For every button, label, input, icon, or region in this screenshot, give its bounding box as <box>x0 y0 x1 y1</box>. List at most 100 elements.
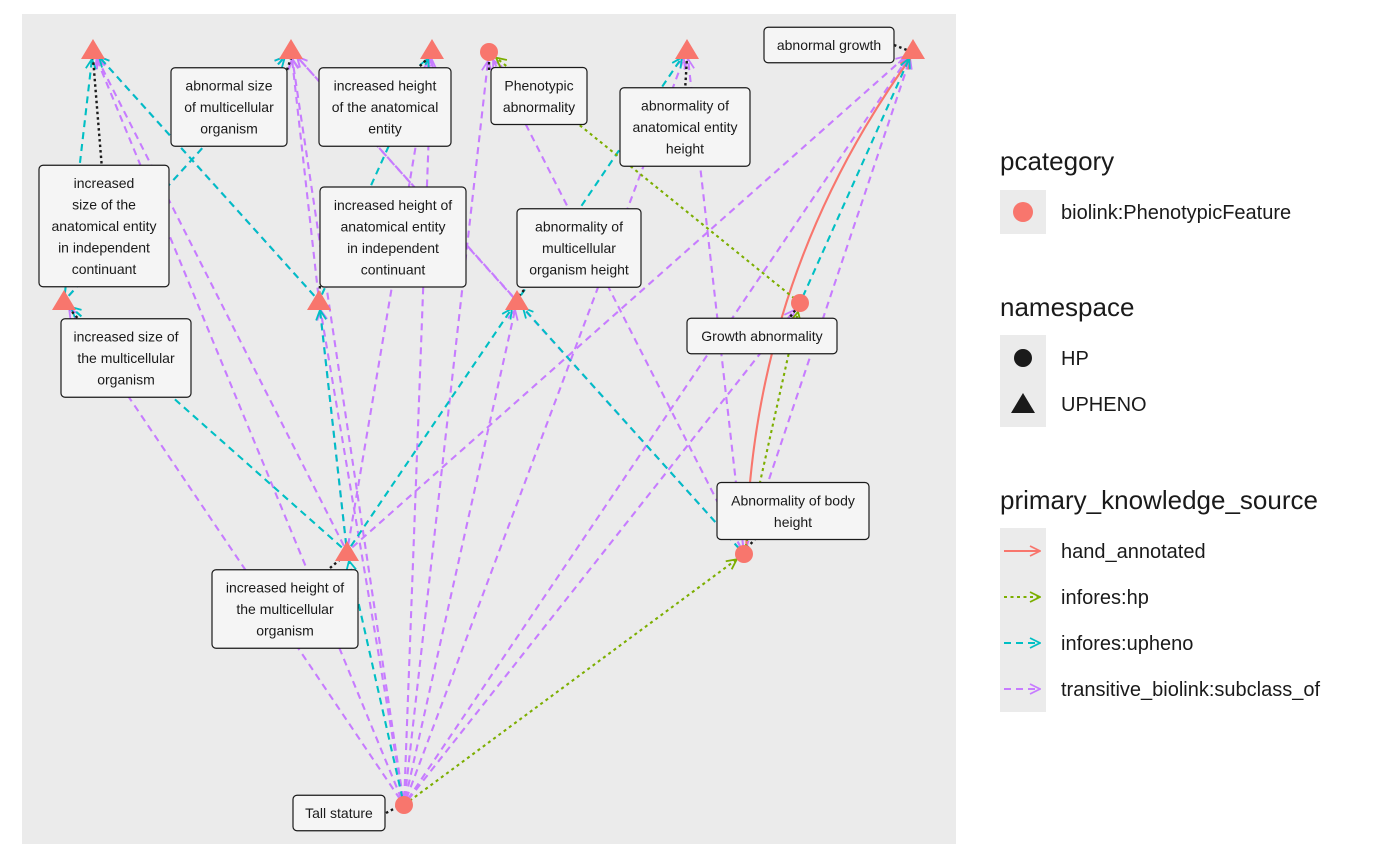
legend-title-pcategory: pcategory <box>1000 146 1114 176</box>
label-line: abnormality of <box>641 98 729 114</box>
label-line: increased height of <box>226 580 344 596</box>
label-box <box>490 66 588 126</box>
node-increased-height-anatomical-ic[interactable] <box>307 290 331 310</box>
label-box <box>292 794 386 832</box>
label-line: multicellular <box>542 240 616 256</box>
label-line: organism <box>97 372 155 388</box>
node-abnormality-anatomical-height[interactable] <box>675 39 699 59</box>
legend: pcategorybiolink:PhenotypicFeaturenamesp… <box>1000 146 1320 712</box>
label-line: anatomical entity <box>51 218 156 234</box>
legend-key-upheno <box>1011 393 1035 413</box>
label-increased-height-anatomical-ic: increased height of anatomical entity in i… <box>319 186 467 288</box>
node-increased-height-anatomical[interactable] <box>420 39 444 59</box>
node-abnormality-body-height[interactable] <box>735 545 753 563</box>
legend-title-primary-knowledge-source: primary_knowledge_source <box>1000 485 1318 515</box>
edge-tall-stature-to-growth-abnormality <box>407 310 794 801</box>
label-leader-abnormality-anatomical-height <box>683 57 689 92</box>
label-box <box>716 481 870 541</box>
edge-increased-height-anatomical-ic-to-increased-size-anatomical-ic <box>99 57 316 297</box>
label-line: height <box>774 514 812 530</box>
node-abnormal-growth[interactable] <box>901 39 925 59</box>
label-line: abnormal growth <box>777 37 881 53</box>
label-line: abnormality of <box>535 219 623 235</box>
legend-label-source-2: infores:upheno <box>1061 633 1193 655</box>
node-growth-abnormality[interactable] <box>791 294 809 312</box>
label-leader-increased-size-anatomical-ic <box>91 57 104 170</box>
label-line: of the anatomical <box>332 99 439 115</box>
legend-key-phenotypic-feature <box>1013 202 1033 222</box>
label-line: abnormal size <box>185 78 272 94</box>
label-increased-size-anatomical-ic: increased size of the anatomical entity in … <box>38 164 170 288</box>
legend-label-source-1: infores:hp <box>1061 587 1149 609</box>
label-box <box>763 26 895 64</box>
label-line: Phenotypic <box>504 77 573 93</box>
legend-label-namespace-1: UPHENO <box>1061 394 1147 416</box>
legend-label-source-3: transitive_biolink:subclass_of <box>1061 679 1320 701</box>
edge-increased-height-multicellular-to-abnormal-growth <box>351 56 906 549</box>
label-box <box>516 208 642 288</box>
edge-growth-abnormality-to-abnormal-growth <box>801 58 909 298</box>
legend-label-source-0: hand_annotated <box>1061 541 1206 563</box>
label-increased-height-anatomical: increased height of the anatomical entity <box>318 67 452 147</box>
node-abnormality-multicellular-height[interactable] <box>505 290 529 310</box>
label-line: in independent <box>347 240 439 256</box>
label-line: abnormality <box>503 99 575 115</box>
legend-label-namespace-0: HP <box>1061 348 1089 370</box>
label-line: size of the <box>72 197 136 213</box>
label-line: height <box>666 141 704 157</box>
label-line: the multicellular <box>77 350 175 366</box>
node-increased-size-multicellular[interactable] <box>52 290 76 310</box>
edge-tall-stature-to-increased-height-multicellular <box>349 561 404 799</box>
label-increased-height-multicellular: increased height of the multicellular orga… <box>211 569 359 649</box>
label-leader-increased-height-anatomical-ic <box>317 285 322 297</box>
label-line: entity <box>368 121 401 137</box>
node-labels-layer: increased size of the anatomical entity in … <box>38 26 895 832</box>
label-leader-abnormal-size-multicellular <box>285 57 293 71</box>
node-increased-height-multicellular[interactable] <box>335 541 359 561</box>
edge-abnormality-body-height-to-abnormality-multicellular-height <box>523 308 741 550</box>
label-line: in independent <box>58 240 150 256</box>
label-growth-abnormality: Growth abnormality <box>686 317 838 355</box>
label-line: continuant <box>72 261 137 277</box>
label-box <box>211 569 359 649</box>
legend-key-box <box>1000 335 1046 427</box>
edge-abnormality-body-height-to-abnormal-growth <box>745 59 910 548</box>
label-box <box>619 87 751 167</box>
edge-tall-stature-to-abnormality-body-height <box>409 559 737 802</box>
label-line: Growth abnormality <box>701 328 822 344</box>
label-box <box>319 186 467 288</box>
label-box <box>170 67 288 147</box>
label-tall-stature: Tall stature <box>292 794 386 832</box>
edge-tall-stature-to-phenotypic-abnormality <box>403 61 488 799</box>
label-abnormal-size-multicellular: abnormal size of multicellular organism <box>170 67 288 147</box>
label-abnormal-growth: abnormal growth <box>763 26 895 64</box>
label-line: increased height of <box>334 197 452 213</box>
edge-tall-stature-to-abnormal-size-multicellular <box>292 59 405 799</box>
label-line: organism <box>200 121 258 137</box>
label-leader-abnormal-growth <box>893 43 908 52</box>
edge-tall-stature-to-increased-height-anatomical-ic <box>320 310 404 799</box>
edge-tall-stature-to-increased-height-anatomical <box>403 59 431 799</box>
label-increased-size-multicellular: increased size of the multicellular organi… <box>60 318 192 398</box>
label-line: the multicellular <box>236 601 334 617</box>
legend-key-hp <box>1014 349 1032 367</box>
label-line: anatomical entity <box>340 218 445 234</box>
node-tall-stature[interactable] <box>395 796 413 814</box>
node-phenotypic-abnormality[interactable] <box>480 43 498 61</box>
node-increased-size-anatomical-ic[interactable] <box>81 39 105 59</box>
label-line: Tall stature <box>305 805 373 821</box>
label-phenotypic-abnormality: Phenotypic abnormality <box>490 66 588 126</box>
label-line: organism <box>256 623 314 639</box>
edge-tall-stature-to-abnormal-growth <box>407 57 908 800</box>
label-line: of multicellular <box>184 99 274 115</box>
nodes-layer <box>52 39 925 814</box>
label-box <box>686 317 838 355</box>
label-line: increased <box>74 175 135 191</box>
label-line: increased height <box>334 78 437 94</box>
node-abnormal-size-multicellular[interactable] <box>279 39 303 59</box>
label-line: increased size of <box>73 329 178 345</box>
